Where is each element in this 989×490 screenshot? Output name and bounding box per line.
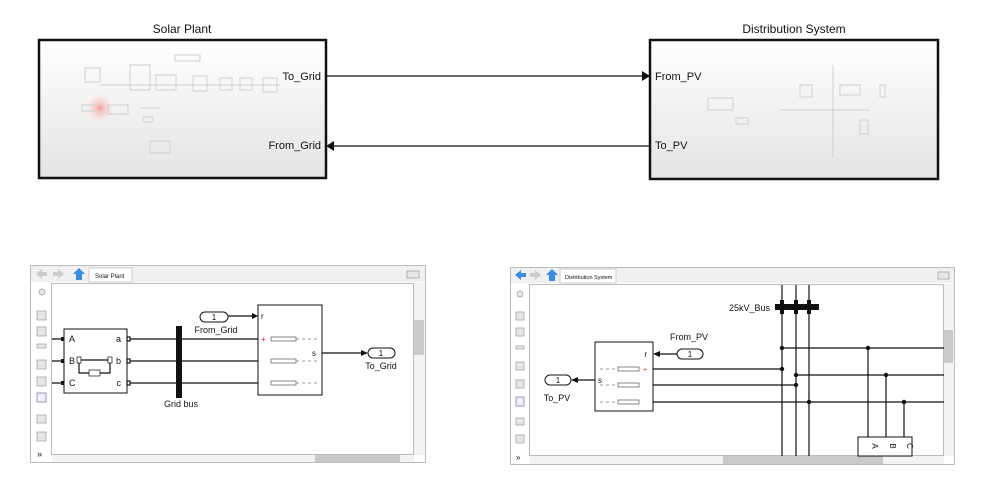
arrange-icon[interactable] — [515, 345, 525, 350]
svg-text:s: s — [312, 349, 316, 358]
port-label-A: A — [69, 334, 75, 344]
expand-icon[interactable]: » — [37, 449, 42, 459]
solar-plant-subsystem[interactable]: Solar Plant To_Grid From_Grid — [37, 22, 328, 180]
horizontal-scroll-thumb[interactable] — [723, 456, 883, 464]
to-grid-port-label: To_Grid — [282, 71, 321, 83]
solar-plant-title: Solar Plant — [153, 22, 212, 36]
signal-to-grid-line[interactable] — [326, 71, 650, 81]
model-browser-icon[interactable] — [36, 414, 47, 424]
forward-button[interactable] — [53, 269, 64, 279]
three-phase-impedance-block[interactable]: A B C a b c — [63, 328, 128, 394]
vertical-scroll-thumb[interactable] — [944, 330, 953, 363]
svg-text:1: 1 — [556, 376, 561, 385]
distribution-preview — [707, 65, 886, 158]
image-icon[interactable] — [515, 379, 525, 389]
25kv-bus[interactable] — [775, 300, 819, 314]
distribution-window: Distribution System » — [510, 267, 955, 465]
svg-text:B: B — [888, 443, 897, 448]
from-pv-label: From_PV — [670, 332, 708, 342]
phase-lines — [52, 336, 258, 386]
three-phase-load-block[interactable]: A B C — [857, 436, 914, 457]
expand-icon[interactable]: » — [516, 453, 521, 462]
svg-text:1: 1 — [379, 349, 384, 358]
area-icon[interactable] — [36, 392, 47, 403]
svg-text:Solar Plant: Solar Plant — [95, 274, 125, 280]
signal-measurement-block[interactable]: r s + — [594, 341, 654, 412]
forward-button[interactable] — [530, 270, 541, 280]
tab-solar-plant[interactable]: Solar Plant — [88, 267, 133, 283]
solar-plant-preview — [81, 54, 280, 154]
fit-to-view-icon[interactable] — [36, 326, 47, 337]
tool-palette: » — [36, 288, 47, 459]
annotation-icon[interactable] — [515, 361, 525, 371]
to-pv-label: To_PV — [544, 393, 571, 403]
distribution-system-subsystem[interactable]: Distribution System From_PV To_PV — [648, 22, 940, 181]
back-button[interactable] — [515, 270, 526, 280]
svg-text:+: + — [261, 335, 266, 344]
signal-from-grid-line[interactable] — [326, 141, 650, 151]
vertical-scroll-thumb[interactable] — [414, 320, 424, 355]
area-icon[interactable] — [515, 396, 525, 407]
zoom-icon[interactable] — [515, 311, 525, 321]
svg-text:+: + — [643, 367, 647, 374]
svg-text:s: s — [598, 376, 602, 385]
port-label-c: c — [117, 378, 122, 388]
zoom-icon[interactable] — [36, 310, 47, 321]
tab-distribution-system[interactable]: Distribution System — [559, 268, 617, 284]
svg-text:r: r — [261, 312, 264, 321]
svg-text:C: C — [905, 443, 914, 449]
to-pv-port-label: To_PV — [655, 140, 688, 152]
svg-text:1: 1 — [212, 313, 217, 322]
svg-text:r: r — [644, 350, 647, 359]
bus-wires — [653, 285, 944, 456]
port-label-a: a — [116, 334, 121, 344]
keyboard-icon[interactable] — [406, 270, 420, 279]
grid-bus-label: Grid bus — [164, 399, 199, 409]
from-pv-port-label: From_PV — [655, 71, 702, 83]
viewmarks-icon[interactable] — [36, 431, 47, 442]
hide-show-icon[interactable] — [38, 288, 46, 296]
fit-to-view-icon[interactable] — [515, 327, 525, 337]
signal-measurement-block[interactable]: r s + — [257, 304, 323, 396]
port-label-C: C — [69, 378, 76, 388]
distribution-system-title: Distribution System — [742, 22, 845, 36]
image-icon[interactable] — [36, 376, 47, 387]
from-grid-label: From_Grid — [194, 325, 237, 335]
toolbar — [511, 268, 954, 283]
up-to-parent-button[interactable] — [546, 269, 558, 281]
from-grid-port-label: From_Grid — [268, 140, 321, 152]
viewmarks-icon[interactable] — [515, 434, 525, 444]
tool-palette: » — [515, 290, 525, 462]
to-pv-outport[interactable]: 1 To_PV — [544, 374, 572, 403]
hide-show-icon[interactable] — [516, 290, 524, 298]
vertical-scrollbar[interactable] — [414, 283, 425, 455]
vertical-scrollbar[interactable] — [944, 284, 954, 456]
to-grid-label: To_Grid — [365, 361, 397, 371]
horizontal-scrollbar[interactable] — [52, 455, 414, 462]
svg-text:1: 1 — [688, 350, 693, 359]
horizontal-scroll-thumb[interactable] — [315, 455, 400, 462]
solar-plant-window: Solar Plant » A B — [30, 265, 426, 463]
port-label-B: B — [69, 356, 75, 366]
back-button[interactable] — [36, 269, 47, 279]
to-grid-outport[interactable]: 1 To_Grid — [365, 347, 397, 371]
up-to-parent-button[interactable] — [73, 268, 85, 280]
grid-bus-bar[interactable] — [176, 326, 182, 398]
from-grid-inport[interactable]: 1 From_Grid — [194, 311, 238, 335]
svg-text:A: A — [870, 443, 879, 449]
keyboard-icon[interactable] — [937, 271, 950, 280]
annotation-icon[interactable] — [36, 359, 47, 370]
arrange-icon[interactable] — [36, 343, 47, 349]
25kv-bus-label: 25kV_Bus — [729, 303, 771, 313]
svg-text:Distribution System: Distribution System — [565, 275, 613, 281]
model-browser-icon[interactable] — [515, 417, 525, 426]
port-label-b: b — [116, 356, 121, 366]
